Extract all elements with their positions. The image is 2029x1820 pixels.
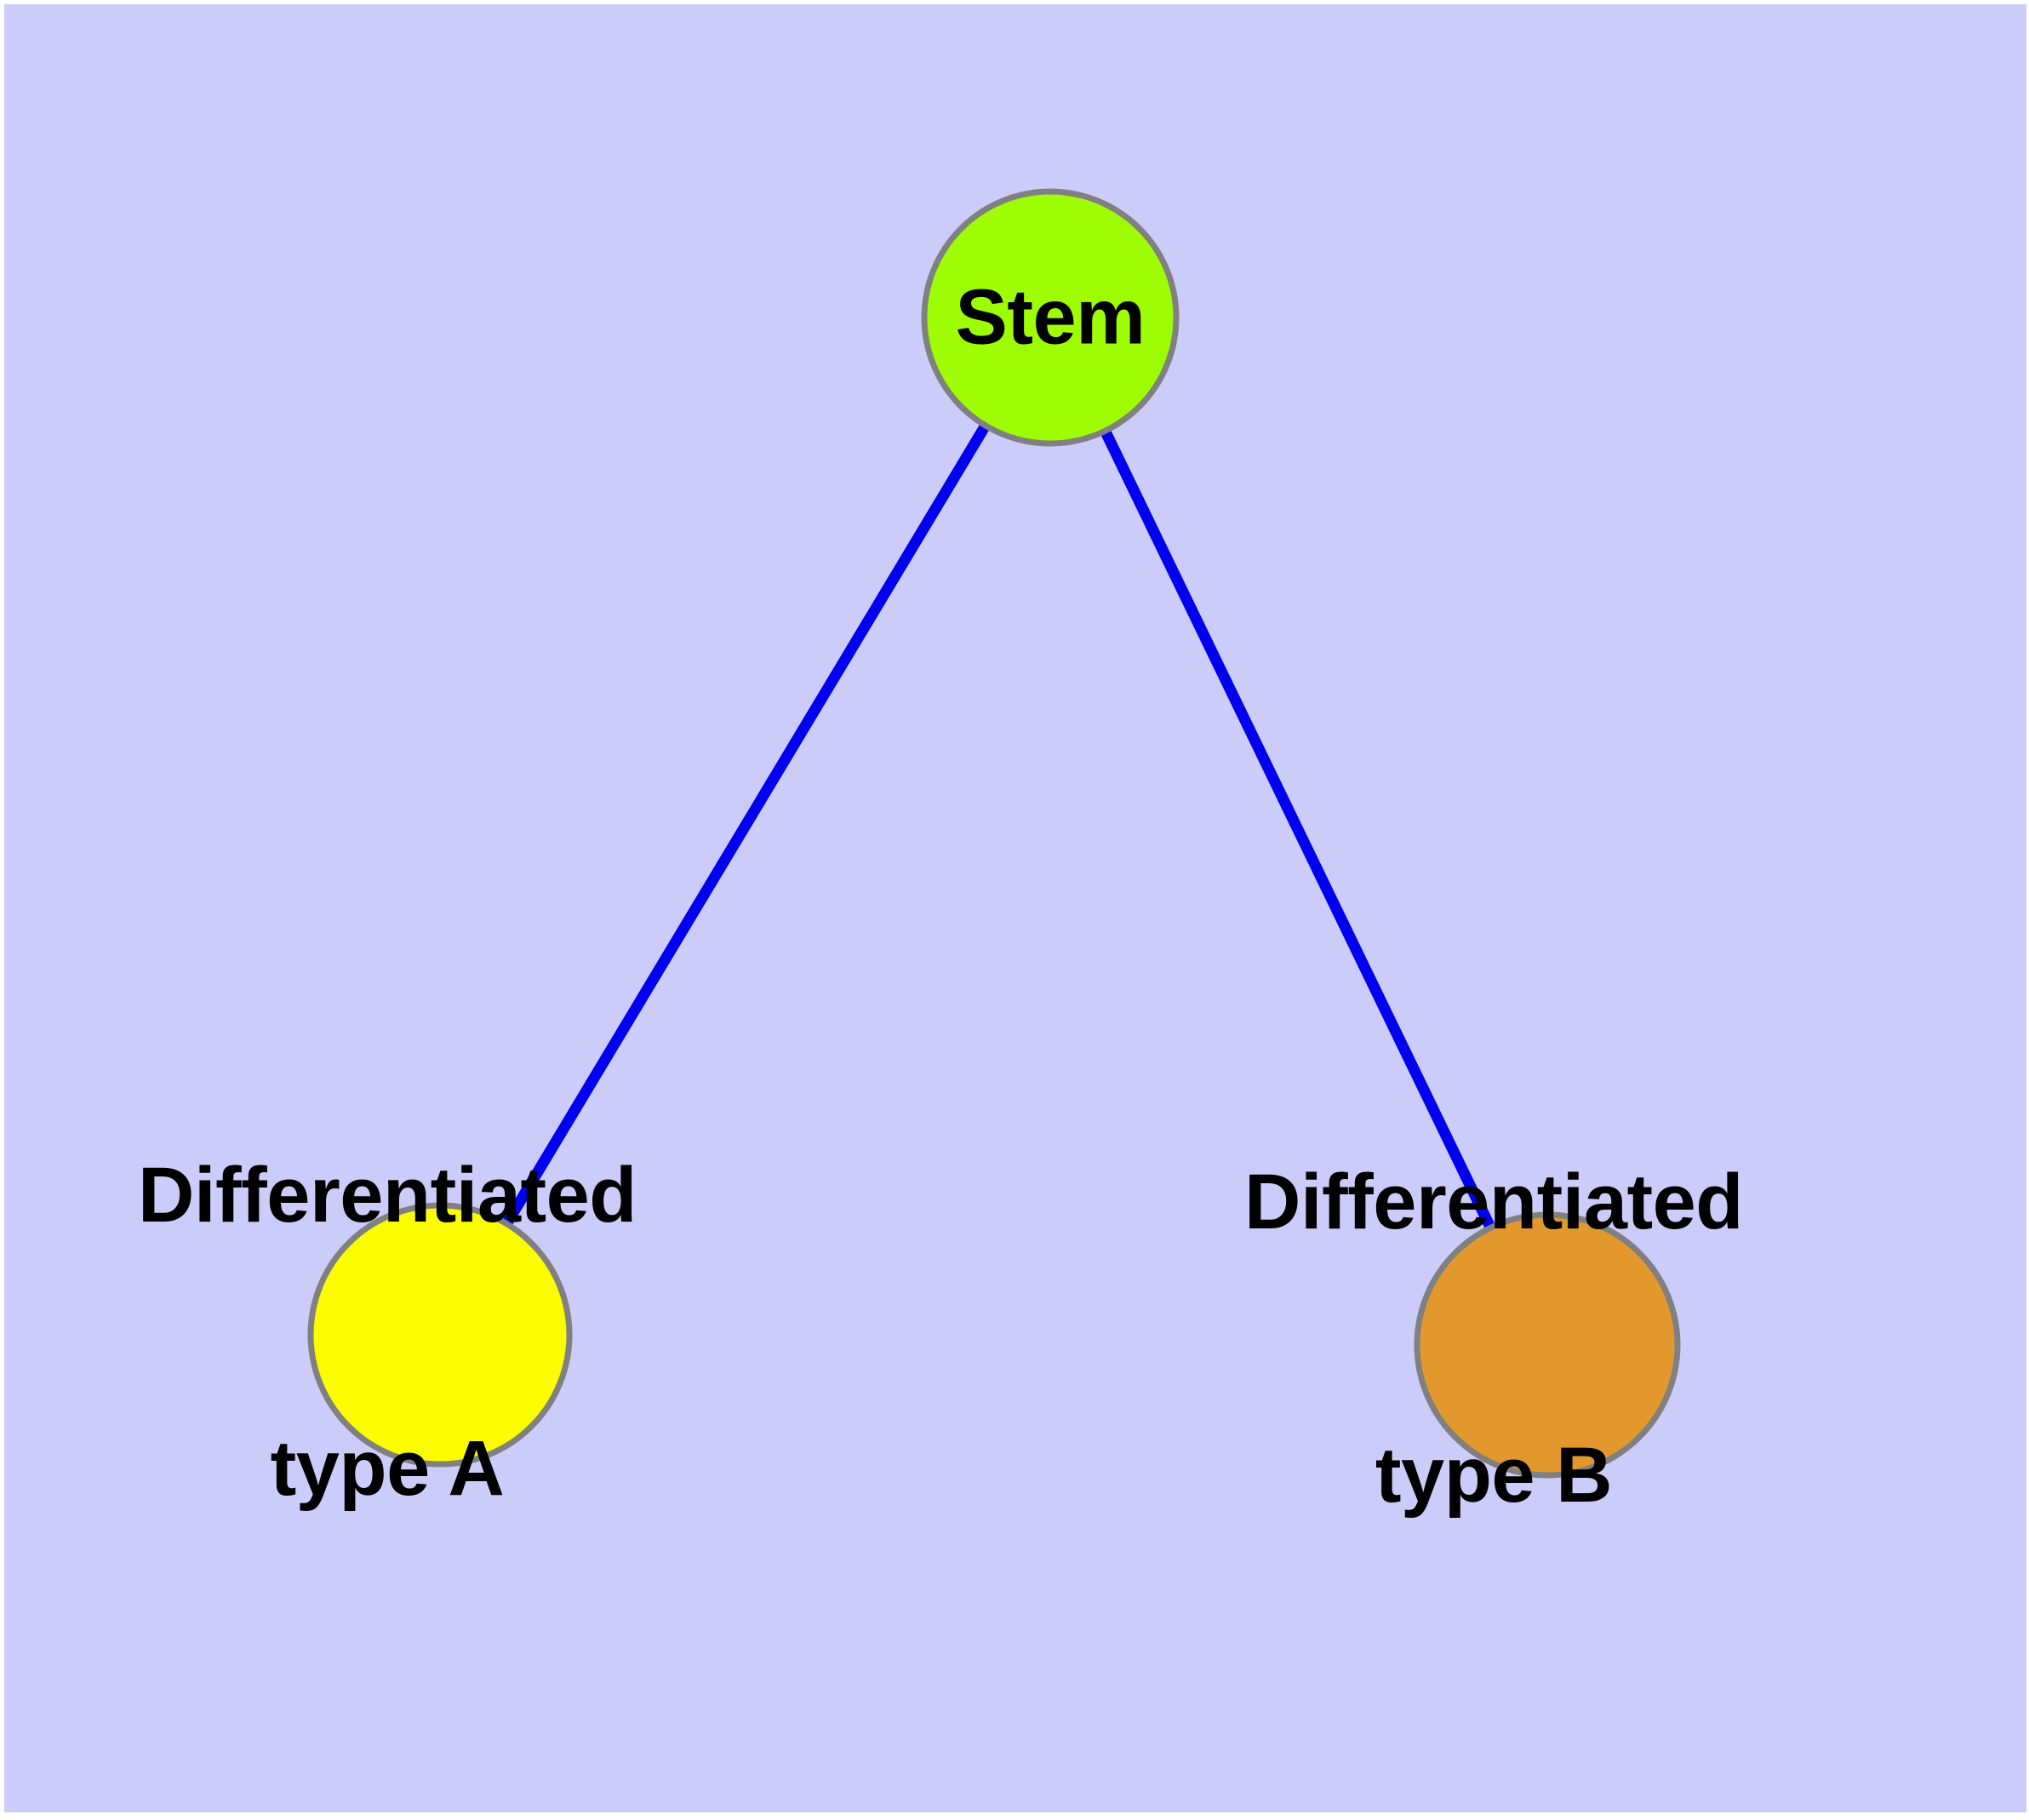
edge-stem-diff-a <box>435 314 1055 1338</box>
edge-stem-diff-b <box>1045 315 1552 1348</box>
node-diff-a[interactable] <box>307 1202 573 1468</box>
node-layer <box>307 188 1681 1479</box>
node-diff-b[interactable] <box>1414 1211 1681 1479</box>
edge-layer <box>435 314 1552 1348</box>
node-stem[interactable] <box>921 188 1180 447</box>
